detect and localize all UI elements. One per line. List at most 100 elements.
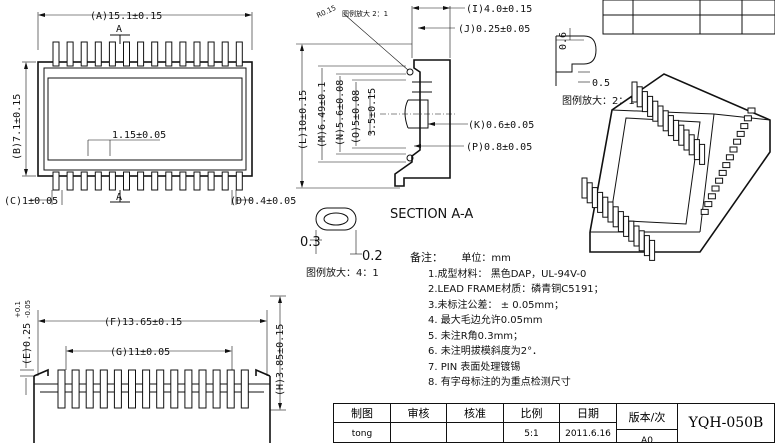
dim-f-label: (F)13.65±0.15 xyxy=(104,317,182,328)
pin xyxy=(693,139,700,161)
pin xyxy=(221,41,229,67)
dim-d-label: (D)0.4±0.05 xyxy=(230,196,296,207)
dim-05-label: 0.5 xyxy=(592,78,610,89)
pin xyxy=(581,177,588,199)
dim-pitch-label: 1.15±0.05 xyxy=(112,130,166,141)
pin xyxy=(647,95,654,117)
detail-view-4-1: 0.3 0.2 图例放大：4：1 xyxy=(300,207,383,279)
pin xyxy=(718,169,727,176)
pin xyxy=(662,110,669,132)
revision-table xyxy=(602,0,775,35)
note-item: 3.未标注公差： ± 0.05mm； xyxy=(428,299,565,311)
dim-k-label: (K)0.6±0.05 xyxy=(468,120,534,131)
pin xyxy=(704,201,713,208)
pin xyxy=(736,130,745,137)
pin xyxy=(179,171,187,191)
note-item: 8. 有字母标注的为重点检测尺寸 xyxy=(428,377,571,388)
pin xyxy=(226,369,235,409)
pin xyxy=(747,107,756,114)
dim-n-label: (N)5.6±0.08 xyxy=(335,80,346,146)
dim-j-label: (J)0.25±0.05 xyxy=(458,24,530,35)
pin xyxy=(649,239,656,261)
pin xyxy=(729,146,738,153)
dim-a-label: (A)15.1±0.15 xyxy=(90,11,162,22)
tb-header-check: 审核 xyxy=(390,403,447,423)
pin xyxy=(66,41,74,67)
pin xyxy=(94,171,102,191)
drawing-number: YQH-050B xyxy=(677,403,775,443)
tb-value-scale: 5:1 xyxy=(503,422,560,443)
pin xyxy=(699,143,706,165)
section-title: SECTION A-A xyxy=(390,207,473,222)
pin xyxy=(156,369,165,409)
pin xyxy=(607,201,614,223)
tb-header-scale: 比例 xyxy=(503,403,560,423)
pin xyxy=(99,369,108,409)
pin xyxy=(602,196,609,218)
pin xyxy=(108,171,116,191)
tb-header-version: 版本/次 xyxy=(616,403,678,430)
tb-header-date: 日期 xyxy=(559,403,617,423)
dim-c-label: (C)1±0.05 xyxy=(4,196,58,207)
dim-inner-label: 3.5±0.15 xyxy=(367,88,378,136)
dim-l-label: (L)10±0.15 xyxy=(298,90,309,150)
pin xyxy=(743,115,752,122)
pin xyxy=(66,171,74,191)
dim-02-label: 0.2 xyxy=(362,249,383,264)
pin xyxy=(221,171,229,191)
dim-m-label: (M)6.49±0.1 xyxy=(317,82,328,148)
pin xyxy=(108,41,116,67)
tb-value-version: A0 xyxy=(616,429,678,443)
top-view: (A)15.1±0.15 A A (B)7.1±0.15 1.15±0.05 (… xyxy=(4,11,296,207)
pin xyxy=(52,171,60,191)
pin xyxy=(151,41,159,67)
pin xyxy=(137,41,145,67)
section-mark-bottom: A xyxy=(116,192,122,203)
pin xyxy=(700,208,709,215)
pin xyxy=(113,369,122,409)
detail-scale-2-label: 图例放大：2：1 xyxy=(562,94,635,107)
pin xyxy=(128,369,136,409)
tb-value-check xyxy=(390,422,447,443)
dim-e-tol-plus: +0.1 xyxy=(14,301,22,318)
pin xyxy=(725,154,734,161)
pin xyxy=(85,369,94,409)
pin xyxy=(123,171,130,191)
pin xyxy=(170,369,179,409)
pin xyxy=(711,185,720,192)
pin xyxy=(165,41,173,67)
isometric-view xyxy=(581,73,771,261)
pin xyxy=(667,115,674,137)
pin xyxy=(123,41,130,67)
pin xyxy=(638,230,645,252)
pin xyxy=(688,134,695,156)
pin xyxy=(193,41,201,67)
pin xyxy=(71,369,80,409)
pin xyxy=(240,369,249,409)
note-item: 5. 未注R角0.3mm； xyxy=(428,330,524,342)
pin xyxy=(617,211,624,233)
note-item: 1.成型材料： 黑色DAP，UL-94V-0 xyxy=(428,268,587,280)
pin xyxy=(586,182,593,204)
pin xyxy=(631,81,638,103)
pin xyxy=(57,369,66,409)
pin xyxy=(179,41,187,67)
dim-06-label: 0.6 xyxy=(558,32,569,50)
pin xyxy=(165,171,173,191)
top-pins-lower xyxy=(52,171,243,191)
pin xyxy=(52,41,60,67)
pin xyxy=(623,215,630,237)
pin xyxy=(641,91,648,113)
dim-03-label: 0.3 xyxy=(300,235,321,250)
notes-heading: 备注： xyxy=(410,251,443,264)
pin xyxy=(740,123,749,130)
detail-scale-small: 图例放大 2：1 xyxy=(342,9,388,18)
dim-r-label: R0.15 xyxy=(315,4,337,20)
section-view: (I)4.0±0.15 (J)0.25±0.05 R0.15 图例放大 2：1 … xyxy=(296,4,534,222)
pin xyxy=(722,162,731,169)
side-pins xyxy=(57,369,249,409)
dim-o-label: (O)5±0.08 xyxy=(351,90,362,144)
notes-unit: 单位：mm xyxy=(461,253,511,264)
pin xyxy=(80,41,88,67)
